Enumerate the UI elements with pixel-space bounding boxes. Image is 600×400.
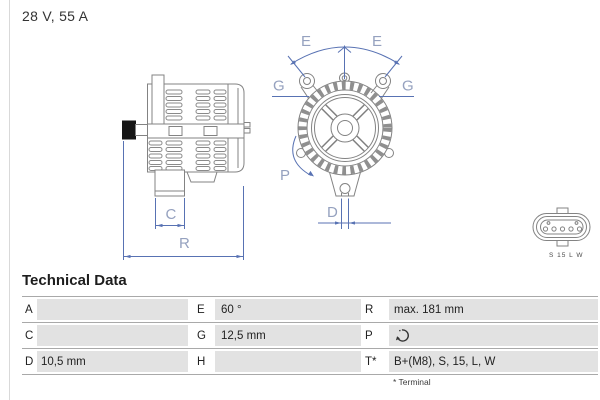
dim-label-c: C xyxy=(166,206,177,223)
table-divider xyxy=(22,348,598,349)
table-value-cell: 60 ° xyxy=(215,299,361,320)
table-key-cell: E xyxy=(188,299,215,320)
mounting-ear-right xyxy=(375,73,391,89)
table-value-cell xyxy=(389,325,598,346)
alternator-front-view xyxy=(296,72,394,197)
table-value-cell: max. 181 mm xyxy=(389,299,598,320)
terminal-footnote: * Terminal xyxy=(393,377,431,387)
connector-pinout-diagram: S 15 L W xyxy=(532,207,591,259)
connector-pin xyxy=(542,226,549,232)
cooling-fins xyxy=(148,89,227,171)
table-value-cell xyxy=(37,299,188,320)
table-key-cell: A xyxy=(22,299,37,320)
alternator-side-view xyxy=(122,74,251,197)
dimension-g: G G xyxy=(272,78,414,97)
table-key-cell: C xyxy=(22,325,37,346)
table-value-cell: 12,5 mm xyxy=(215,325,361,346)
table-value-cell xyxy=(37,325,188,346)
mounting-ear-left xyxy=(299,73,315,89)
dim-label-g-left: G xyxy=(273,78,285,95)
table-value-cell xyxy=(215,351,361,372)
front-mounting-foot xyxy=(154,169,185,197)
table-row: A E 60 ° R max. 181 mm xyxy=(22,297,598,322)
dim-label-e-right: E xyxy=(372,33,382,50)
fan-spokes xyxy=(321,104,369,152)
table-divider xyxy=(22,322,598,323)
product-spec-title: 28 V, 55 A xyxy=(22,8,89,24)
connector-pin xyxy=(559,226,566,232)
connector-pin xyxy=(576,226,583,232)
table-row: C G 12,5 mm P xyxy=(22,323,598,348)
table-key-cell: P xyxy=(361,325,389,346)
table-key-cell: H xyxy=(188,351,215,372)
dim-label-d: D xyxy=(327,204,338,221)
connector-pin xyxy=(551,226,557,232)
table-key-cell: T* xyxy=(361,351,389,372)
rotation-direction-icon xyxy=(395,329,409,342)
table-divider xyxy=(22,374,598,375)
rear-mounting-foot xyxy=(186,171,218,183)
dim-label-r: R xyxy=(179,235,190,252)
page-left-border xyxy=(9,0,10,400)
table-title: Technical Data xyxy=(22,272,127,289)
table-row: D 10,5 mm H T* B+(M8), S, 15, L, W xyxy=(22,349,598,374)
table-key-cell: R xyxy=(361,299,389,320)
table-value-cell: B+(M8), S, 15, L, W xyxy=(389,351,598,372)
shaft-key-block xyxy=(122,120,136,140)
connector-pin xyxy=(568,226,574,232)
dimension-c: C xyxy=(155,198,185,229)
technical-drawing: C R xyxy=(122,33,591,260)
table-divider xyxy=(22,296,598,297)
table-key-cell: G xyxy=(188,325,215,346)
dimension-d: D xyxy=(318,198,391,229)
dim-label-e-left: E xyxy=(301,33,311,50)
connector-pin-labels: S 15 L W xyxy=(549,252,584,259)
table-value-cell: 10,5 mm xyxy=(37,351,188,372)
dim-label-p: P xyxy=(280,167,290,184)
dimension-p: P xyxy=(280,135,314,184)
dim-label-g-right: G xyxy=(402,78,414,95)
technical-data-table: A E 60 ° R max. 181 mm C G 12,5 mm P xyxy=(22,296,598,375)
table-key-cell: D xyxy=(22,351,37,372)
dimension-r: R xyxy=(123,141,244,260)
dimension-e: E E xyxy=(287,33,403,79)
